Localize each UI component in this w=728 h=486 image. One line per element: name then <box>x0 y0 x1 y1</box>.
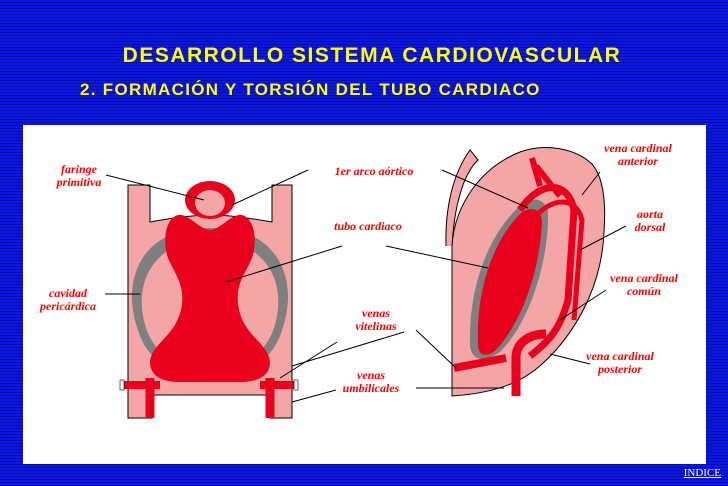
label-primer-arco-aortico: 1er arco aórtico <box>334 164 414 178</box>
right-heart-tube <box>477 208 542 355</box>
label-line: anterior <box>617 154 658 168</box>
label-line: umbilicales <box>342 381 400 395</box>
label-line: vena cardinal <box>610 271 678 285</box>
label-line: cavidad <box>49 286 87 300</box>
leader-lines <box>105 169 627 403</box>
label-line: primitiva <box>56 175 102 189</box>
label-line: común <box>626 284 661 298</box>
left-heart-tube <box>150 214 270 382</box>
label-tubo-cardiaco: tubo cardiaco <box>334 219 402 233</box>
label-line: venas <box>357 368 385 382</box>
label-line: vena cardinal <box>604 141 672 155</box>
left-heart-diagram <box>119 181 299 419</box>
label-vena-cardinal-comun: vena cardinal común <box>596 272 692 298</box>
label-line: aorta <box>636 207 663 221</box>
label-vena-cardinal-posterior: vena cardinal posterior <box>572 350 668 376</box>
label-line: vitelinas <box>355 319 397 333</box>
label-line: dorsal <box>634 220 666 234</box>
label-line: posterior <box>597 362 642 376</box>
slide-title: DESARROLLO SISTEMA CARDIOVASCULAR <box>122 44 622 67</box>
label-venas-umbilicales: venas umbilicales <box>330 369 412 395</box>
right-heart-diagram <box>445 147 606 397</box>
label-venas-vitelinas: venas vitelinas <box>340 307 412 333</box>
indice-link[interactable]: INDICE <box>683 467 721 479</box>
label-aorta-dorsal: aorta dorsal <box>620 208 680 234</box>
label-line: faringe <box>61 162 97 176</box>
label-line: venas <box>362 306 390 320</box>
label-faringe-primitiva: faringe primitiva <box>42 163 116 189</box>
label-vena-cardinal-anterior: vena cardinal anterior <box>590 142 686 168</box>
label-cavidad-pericardica: cavidad pericárdica <box>30 287 106 313</box>
label-line: vena cardinal <box>586 349 654 363</box>
slide-subtitle: 2. FORMACIÓN Y TORSIÓN DEL TUBO CARDIACO <box>80 80 541 99</box>
label-line: pericárdica <box>40 299 96 313</box>
